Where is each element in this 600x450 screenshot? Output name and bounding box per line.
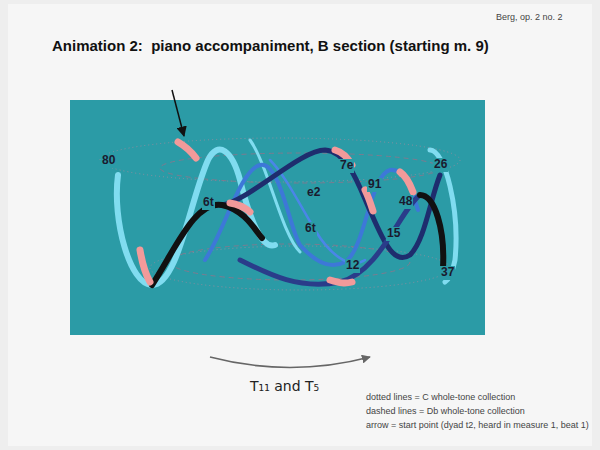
dyad-label: e2 [306, 186, 321, 200]
slide-title: Animation 2: piano accompaniment, B sect… [52, 37, 489, 54]
dyad-label: 26 [433, 158, 448, 172]
dyad-label: 91 [367, 178, 382, 192]
key-note: arrow = start point (dyad t2, heard in m… [366, 420, 589, 430]
start-arrow [172, 90, 184, 136]
dyad-label: 80 [101, 154, 116, 168]
dyad-label: 37 [440, 266, 455, 280]
rotation-arrow [210, 357, 370, 368]
dyad-label: 15 [386, 227, 401, 241]
dyad-label: 7e [339, 159, 354, 173]
teal-panel [70, 100, 485, 335]
dyad-label: 48 [398, 195, 413, 209]
key-note: dashed lines = Db whole-tone collection [366, 406, 525, 416]
dyad-label: 6t [304, 222, 317, 236]
transposition-label: T₁₁ and T₅ [250, 378, 319, 394]
dyad-label: 12 [345, 259, 360, 273]
dyad-label: 6t [202, 196, 215, 210]
wave-curves [117, 140, 456, 285]
source-note: Berg, op. 2 no. 2 [496, 12, 563, 22]
key-note: dotted lines = C whole-tone collection [366, 392, 515, 402]
